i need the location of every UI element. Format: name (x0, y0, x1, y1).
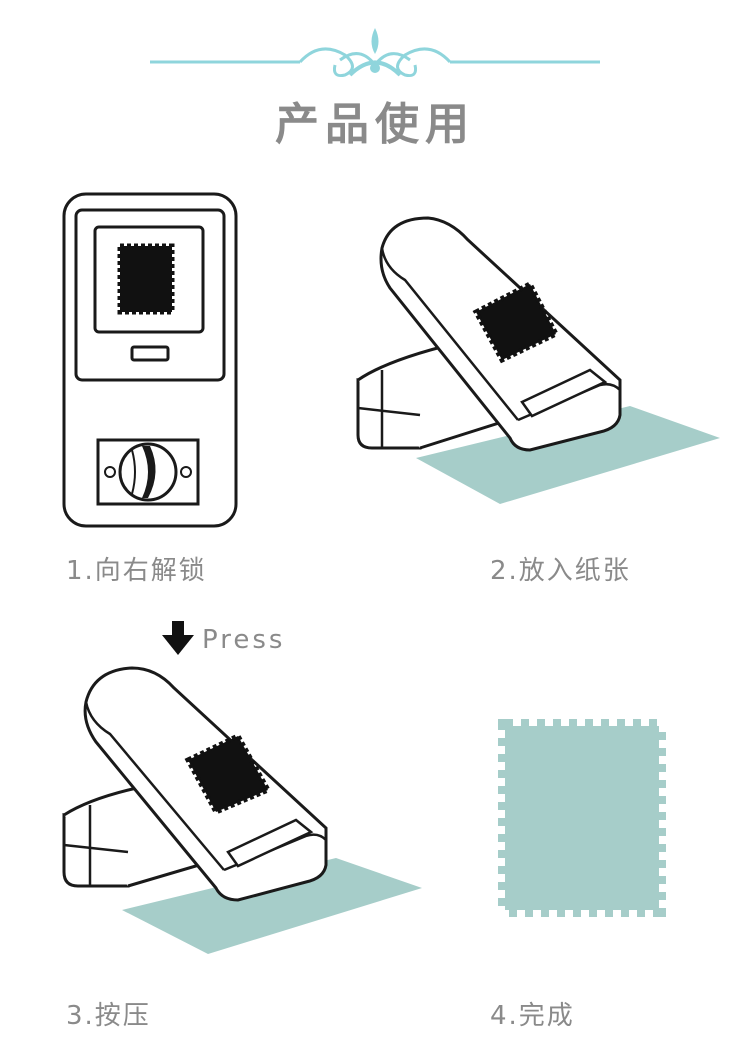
unlocked-punch-front-icon (62, 192, 238, 528)
arrow-down-icon (162, 621, 194, 655)
paper-insert-punch-icon (356, 216, 720, 504)
step-2-caption: 2.放入纸张 (490, 556, 631, 586)
press-hint: Press (202, 625, 286, 655)
page-title: 产品使用 (275, 99, 475, 150)
pressing-punch-icon (62, 666, 422, 954)
stamp-shape-result-icon (498, 719, 666, 917)
step-1-caption: 1.向右解锁 (66, 556, 207, 586)
ornamental-divider-icon (150, 28, 600, 77)
step-3-caption: 3.按压 (66, 1001, 151, 1031)
step-4-caption: 4.完成 (490, 1001, 575, 1031)
